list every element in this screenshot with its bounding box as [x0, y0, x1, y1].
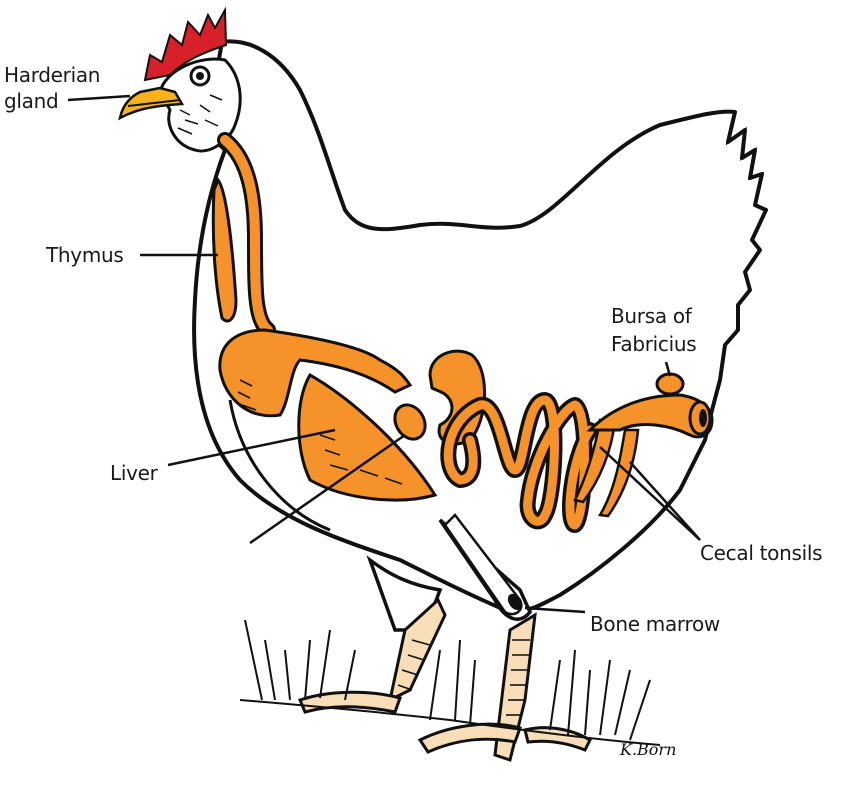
grass	[239, 619, 661, 746]
label-harderian-gland-line2: gland	[4, 89, 59, 113]
chicken-shanks	[297, 597, 592, 762]
liver	[297, 372, 438, 502]
label-harderian-gland-line1: Harderian	[4, 63, 101, 87]
colon-cloaca	[586, 393, 714, 439]
ceca	[573, 418, 617, 504]
spleen	[393, 403, 427, 441]
artist-signature: K.Born	[619, 740, 676, 759]
thymus	[211, 177, 238, 323]
label-bursa-line2: Fabricius	[611, 332, 697, 356]
leader-lines	[67, 94, 701, 614]
label-bursa-line1: Bursa of	[611, 304, 692, 328]
label-liver: Liver	[110, 461, 158, 485]
crop	[218, 328, 413, 418]
label-cecal-tonsils: Cecal tonsils	[700, 541, 823, 565]
label-thymus: Thymus	[46, 243, 124, 267]
label-bone-marrow: Bone marrow	[590, 612, 720, 636]
bursa-of-fabricius	[655, 372, 685, 396]
